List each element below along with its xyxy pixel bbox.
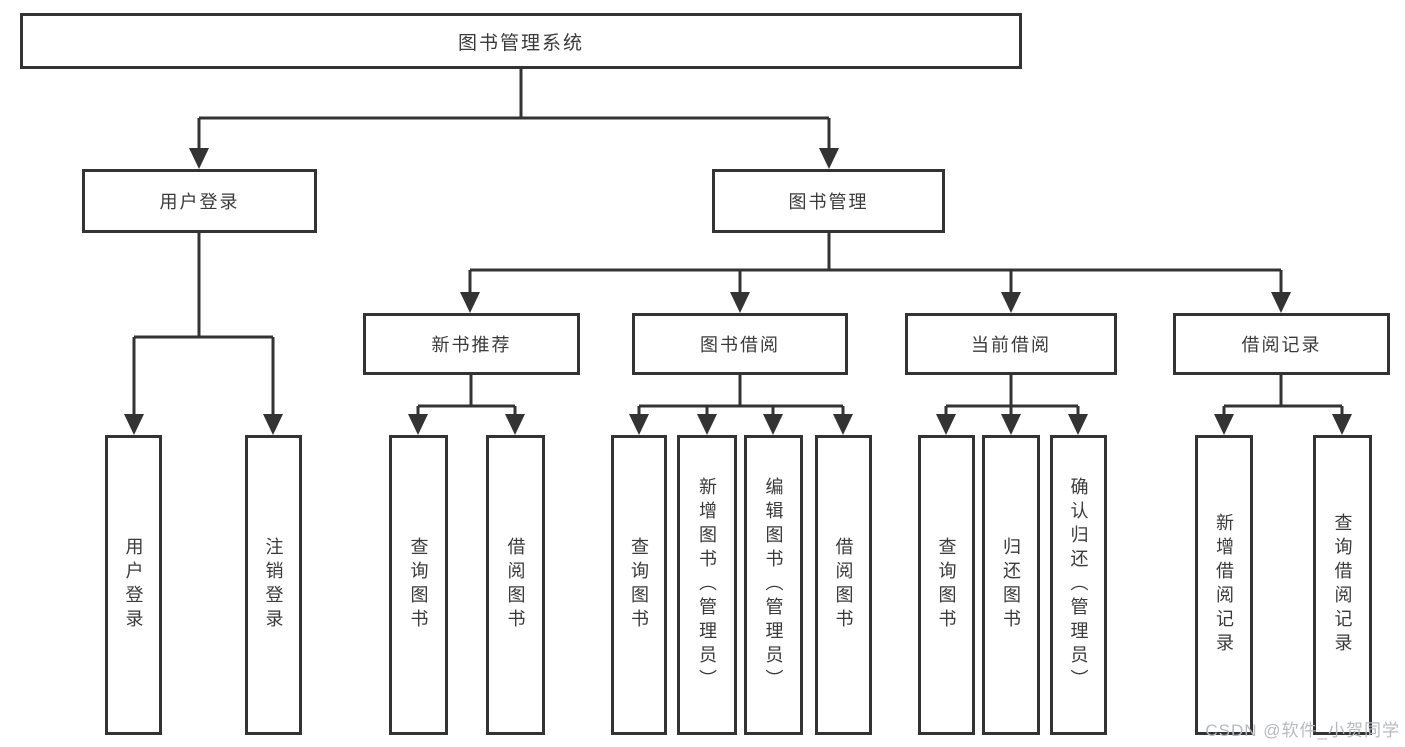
arrowhead-icon	[1271, 292, 1291, 313]
leaf-confirm-return-admin: 确认归还（管理员）	[1050, 435, 1107, 735]
node-new-book-recommendation: 新书推荐	[363, 313, 580, 375]
leaf-return-book: 归还图书	[982, 435, 1040, 735]
arrowhead-icon	[1001, 414, 1021, 435]
arrowhead-icon	[697, 414, 717, 435]
node-book-management: 图书管理	[712, 169, 945, 233]
leaf-logout: 注销登录	[245, 435, 302, 735]
connector-group	[132, 69, 1344, 418]
node-library-management-system: 图书管理系统	[20, 13, 1022, 69]
leaf-add-borrow-record: 新增借阅记录	[1195, 435, 1253, 735]
arrowhead-icon	[505, 414, 525, 435]
leaf-query-books-recommend: 查询图书	[389, 435, 448, 735]
leaf-query-borrow-record: 查询借阅记录	[1313, 435, 1372, 735]
leaf-borrow-books-recommend: 借阅图书	[486, 435, 545, 735]
arrowhead-icon	[124, 414, 144, 435]
leaf-add-book-admin: 新增图书（管理员）	[677, 435, 737, 735]
connector-bookborrow-branch	[637, 375, 845, 418]
leaf-user-login: 用户登录	[105, 435, 162, 735]
node-current-borrowing: 当前借阅	[905, 313, 1117, 375]
connector-root-branch	[197, 69, 831, 152]
connector-newbook-branch	[416, 375, 517, 418]
connector-borrowrecords-branch	[1222, 375, 1344, 418]
connector-userlogin-branch	[132, 233, 275, 418]
leaf-query-books-borrow: 查询图书	[611, 435, 667, 735]
arrowhead-icon	[460, 292, 480, 313]
csdn-watermark: CSDN @软件_小贺同学	[1205, 721, 1400, 740]
arrowhead-icon	[1001, 292, 1021, 313]
node-borrowing-records: 借阅记录	[1173, 313, 1390, 375]
arrowhead-icon	[730, 292, 750, 313]
arrowhead-icon	[629, 414, 649, 435]
arrowhead-icon	[819, 148, 839, 169]
arrowhead-icon	[763, 414, 783, 435]
leaf-query-books-current: 查询图书	[918, 435, 975, 735]
arrowhead-icon	[1332, 414, 1352, 435]
arrowheads	[124, 148, 1352, 435]
arrowhead-icon	[833, 414, 853, 435]
leaf-borrow-books: 借阅图书	[815, 435, 872, 735]
arrowhead-icon	[936, 414, 956, 435]
leaf-edit-book-admin: 编辑图书（管理员）	[744, 435, 803, 735]
arrowhead-icon	[408, 414, 428, 435]
connector-currentborrow-branch	[944, 375, 1080, 418]
arrowhead-icon	[189, 148, 209, 169]
node-book-borrowing: 图书借阅	[632, 313, 848, 375]
arrowhead-icon	[263, 414, 283, 435]
arrowhead-icon	[1068, 414, 1088, 435]
node-user-login: 用户登录	[82, 169, 317, 233]
connector-bookmgmt-branch	[468, 233, 1283, 296]
arrowhead-icon	[1214, 414, 1234, 435]
